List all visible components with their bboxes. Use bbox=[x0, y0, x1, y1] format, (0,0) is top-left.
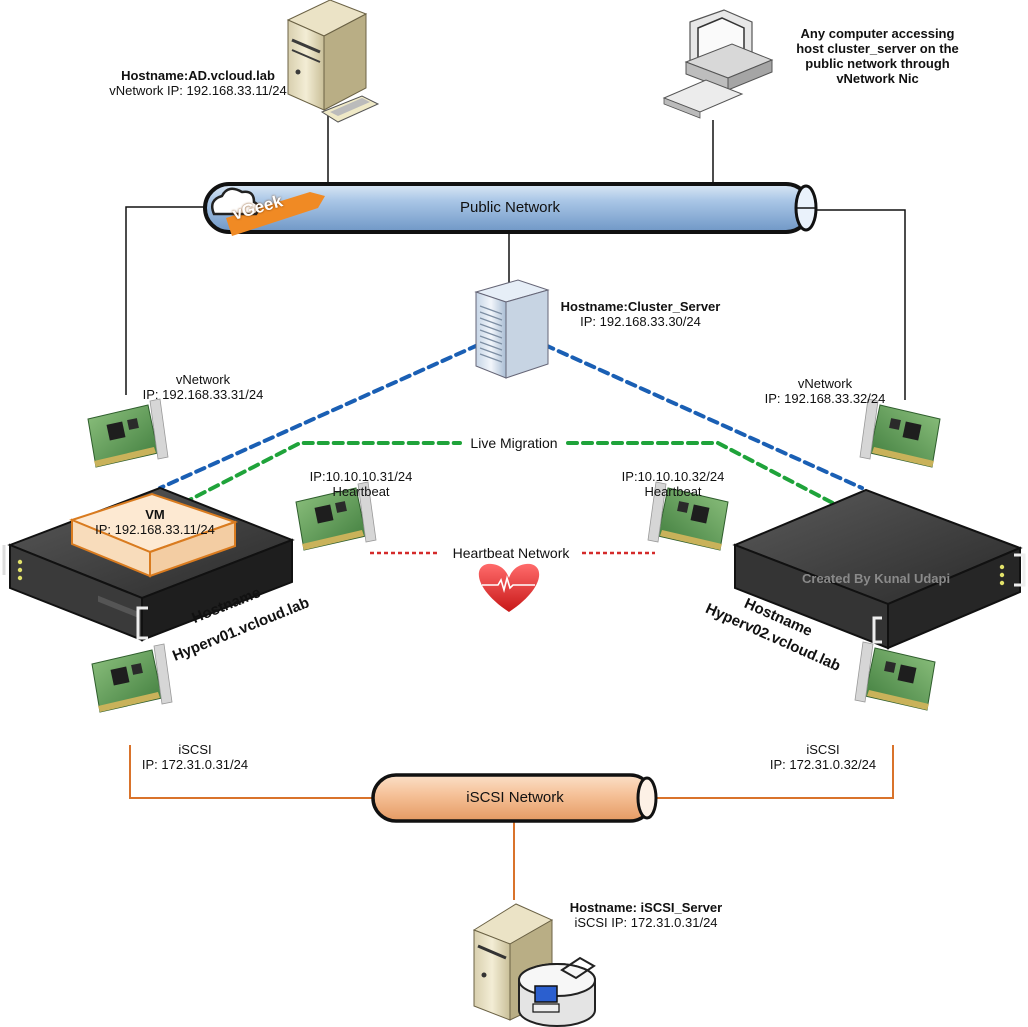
hyperv01-server-icon bbox=[2, 486, 295, 642]
watermark-text: Created By Kunal Udapi bbox=[802, 571, 951, 586]
hyperv01-iscsi-nic-label: iSCSI IP: 172.31.0.31/24 bbox=[130, 742, 260, 772]
hyperv02-iscsi-nic-icon bbox=[854, 641, 936, 711]
hyperv01-iscsi-nic-icon bbox=[91, 643, 173, 713]
client-description-line: public network through bbox=[805, 56, 950, 71]
client-description-line: Any computer accessing bbox=[800, 26, 955, 41]
client-description-line: vNetwork Nic bbox=[836, 71, 919, 86]
iscsi-network-label: iSCSI Network bbox=[466, 789, 564, 806]
nic-ip: IP:10.10.10.32/24 bbox=[621, 469, 725, 484]
iscsi-network-pipe bbox=[371, 773, 658, 823]
cluster-to-hyperv01-dashed-line bbox=[158, 343, 480, 490]
vnetwork-connections bbox=[125, 110, 906, 400]
ad-server-label: Hostname:AD.vcloud.lab vNetwork IP: 192.… bbox=[78, 68, 318, 98]
vm-title: VM bbox=[145, 507, 165, 522]
hyperv01-vnetwork-nic-label: vNetwork IP: 192.168.33.31/24 bbox=[128, 372, 278, 402]
public-network-label: Public Network bbox=[459, 199, 561, 216]
live-migration-line-right bbox=[566, 441, 852, 514]
hyperv02-vnetwork-nic-label: vNetwork IP: 192.168.33.32/24 bbox=[750, 376, 900, 406]
vm-box-icon bbox=[69, 492, 239, 578]
iscsi-server-label: Hostname: iSCSI_Server iSCSI IP: 172.31.… bbox=[556, 900, 736, 930]
iscsi-server-ip: iSCSI IP: 172.31.0.31/24 bbox=[574, 915, 718, 930]
nic-title: Heartbeat bbox=[332, 484, 390, 499]
nic-ip: IP: 192.168.33.31/24 bbox=[142, 387, 264, 402]
hyperv02-iscsi-nic-label: iSCSI IP: 172.31.0.32/24 bbox=[758, 742, 888, 772]
ad-server-ip: vNetwork IP: 192.168.33.11/24 bbox=[109, 83, 287, 98]
iscsi-server-hostname: Hostname: iSCSI_Server bbox=[569, 900, 723, 915]
hyperv01-vnetwork-nic-icon bbox=[87, 398, 169, 468]
ad-server-hostname: Hostname:AD.vcloud.lab bbox=[121, 68, 275, 83]
live-migration-label: Live Migration bbox=[462, 436, 566, 451]
hyperv02-vnetwork-link bbox=[816, 209, 906, 400]
cluster-server-label: Hostname:Cluster_Server IP: 192.168.33.3… bbox=[548, 299, 733, 329]
cloud-icon bbox=[211, 187, 260, 216]
hyperv02-heartbeat-nic-label: IP:10.10.10.32/24 Heartbeat bbox=[608, 469, 738, 499]
vgeek-logo bbox=[211, 187, 325, 236]
cluster-server-ip: IP: 192.168.33.30/24 bbox=[580, 314, 701, 329]
cluster-server-hostname: Hostname:Cluster_Server bbox=[560, 299, 721, 314]
iscsi-server-icon bbox=[472, 903, 596, 1027]
hyperv01-vnetwork-link bbox=[125, 206, 205, 395]
nic-title: Heartbeat bbox=[644, 484, 702, 499]
nic-ip: IP: 172.31.0.32/24 bbox=[769, 757, 877, 772]
iscsi-connections bbox=[129, 745, 894, 900]
nic-title: iSCSI bbox=[806, 742, 840, 757]
client-desktop-icon bbox=[662, 9, 774, 119]
heartbeat-network-label: Heartbeat Network bbox=[440, 546, 582, 561]
nic-ip: IP:10.10.10.31/24 bbox=[309, 469, 413, 484]
hyperv02-iscsi-link bbox=[655, 745, 894, 799]
hyperv02-server-icon bbox=[732, 488, 1026, 650]
storage-disk-icon bbox=[518, 956, 596, 1027]
hyperv01-iscsi-link bbox=[129, 745, 375, 799]
heartbeat-heart-icon bbox=[478, 563, 540, 612]
client-description: Any computer accessing host cluster_serv… bbox=[770, 26, 985, 86]
cluster-server-icon bbox=[474, 279, 550, 379]
vm-ip: IP: 192.168.33.11/24 bbox=[95, 522, 215, 537]
ad-server-tower-icon bbox=[286, 0, 380, 123]
nic-title: iSCSI bbox=[178, 742, 212, 757]
nic-ip: IP: 172.31.0.31/24 bbox=[141, 757, 249, 772]
hyperv01-heartbeat-nic-label: IP:10.10.10.31/24 Heartbeat bbox=[296, 469, 426, 499]
public-network-pipe bbox=[203, 182, 818, 236]
hyperv02-vnetwork-nic-icon bbox=[859, 398, 941, 468]
cluster-to-hyperv02-dashed-line bbox=[543, 343, 864, 490]
nic-ip: IP: 192.168.33.32/24 bbox=[764, 391, 886, 406]
nic-title: vNetwork bbox=[175, 372, 231, 387]
nic-title: vNetwork bbox=[797, 376, 853, 391]
live-migration-line-left bbox=[168, 441, 462, 512]
client-description-line: host cluster_server on the bbox=[796, 41, 959, 56]
vm-label: VM IP: 192.168.33.11/24 bbox=[80, 507, 230, 537]
